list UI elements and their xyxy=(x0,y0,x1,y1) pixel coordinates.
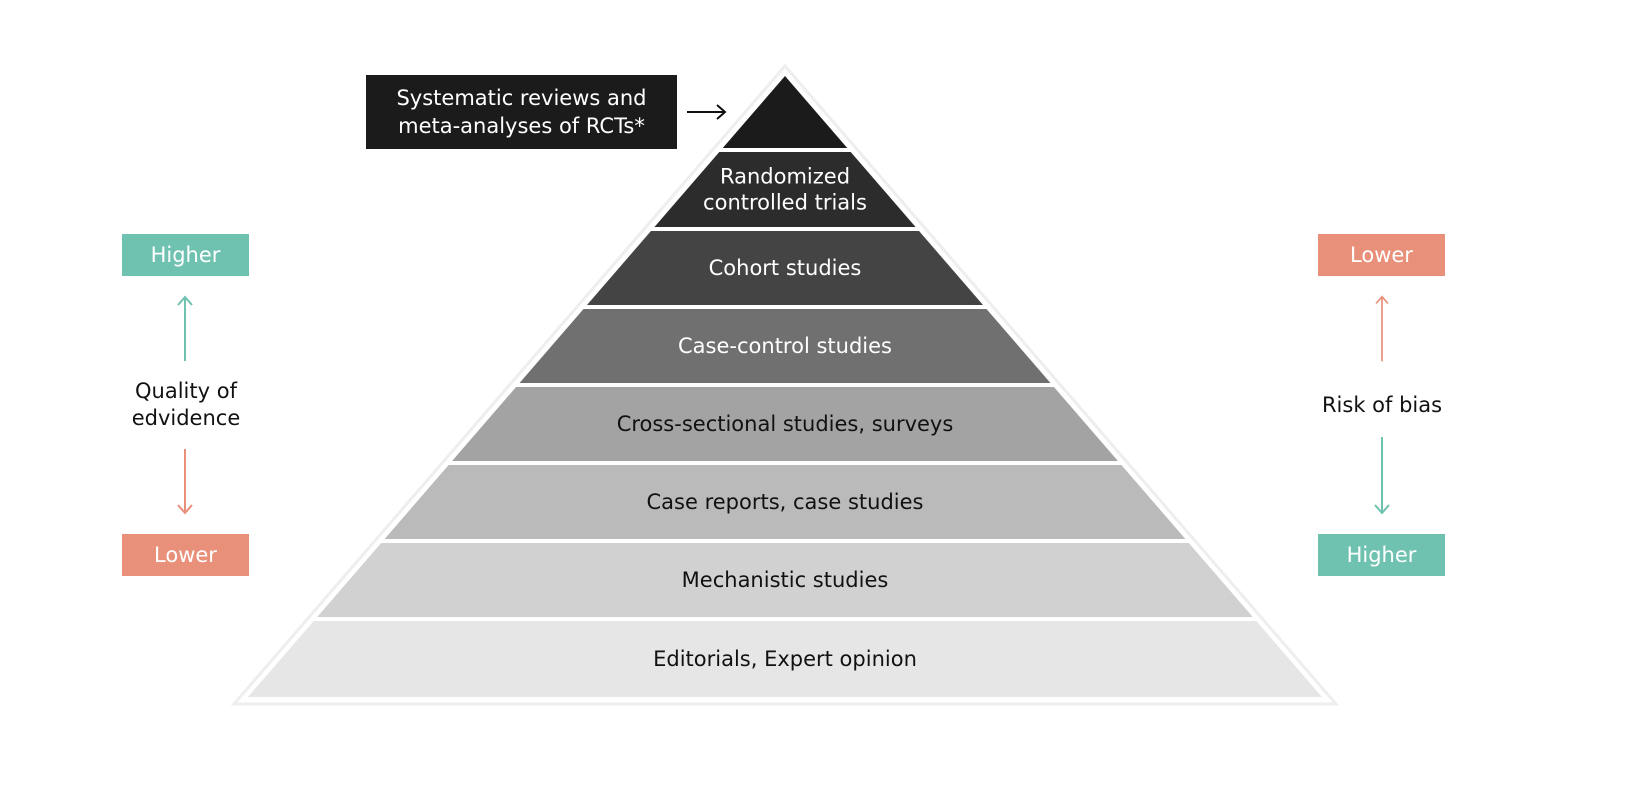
pyramid-layer-4 xyxy=(519,309,1051,383)
right-bottom-badge-text: Higher xyxy=(1346,543,1417,567)
pyramid-layer-8 xyxy=(248,621,1322,697)
callout-text-line2: meta-analyses of RCTs* xyxy=(398,114,645,138)
risk-label-text: Risk of bias xyxy=(1321,393,1443,417)
pyramid-layer-5-label: Cross-sectional studies, surveys xyxy=(617,412,954,436)
left-bottom-badge: Lower xyxy=(122,534,249,576)
quality-label-line2: edvidence xyxy=(131,406,241,430)
pyramid-layer-2-label: controlled trials xyxy=(703,191,867,215)
pyramid-layer-5 xyxy=(452,387,1118,461)
right-bottom-badge: Higher xyxy=(1318,534,1445,576)
left-top-badge-text: Higher xyxy=(150,243,221,267)
arrow-up-icon xyxy=(177,295,193,361)
arrow-down-icon xyxy=(177,449,193,515)
pyramid-layer-7-label: Mechanistic studies xyxy=(682,568,889,592)
pyramid-layer-1 xyxy=(722,76,848,148)
pyramid-layer-3-label: Cohort studies xyxy=(709,256,862,280)
pyramid-layer-7 xyxy=(317,543,1253,617)
right-top-badge: Lower xyxy=(1318,234,1445,276)
callout-box: Systematic reviews and meta-analyses of … xyxy=(366,75,677,149)
left-top-badge: Higher xyxy=(122,234,249,276)
risk-of-bias-label: Risk of bias xyxy=(1297,392,1467,419)
arrow-down-icon xyxy=(1374,437,1390,515)
left-bottom-badge-text: Lower xyxy=(154,543,217,567)
pyramid-layer-6-label: Case reports, case studies xyxy=(647,490,924,514)
pyramid-layer-2-label: Randomized xyxy=(720,165,850,189)
quality-label-line1: Quality of xyxy=(135,379,237,403)
pyramid-layer-4-label: Case-control studies xyxy=(678,334,892,358)
pyramid-layer-8-label: Editorials, Expert opinion xyxy=(653,647,917,671)
pyramid-layer-3 xyxy=(586,231,984,305)
pyramid-layer-6 xyxy=(384,465,1186,539)
callout-text-line1: Systematic reviews and xyxy=(396,86,647,110)
right-top-badge-text: Lower xyxy=(1350,243,1413,267)
pyramid-layer-2 xyxy=(654,152,916,227)
quality-of-evidence-label: Quality of edvidence xyxy=(101,378,271,432)
arrow-up-icon xyxy=(1375,295,1389,362)
arrow-right-icon xyxy=(687,104,727,120)
